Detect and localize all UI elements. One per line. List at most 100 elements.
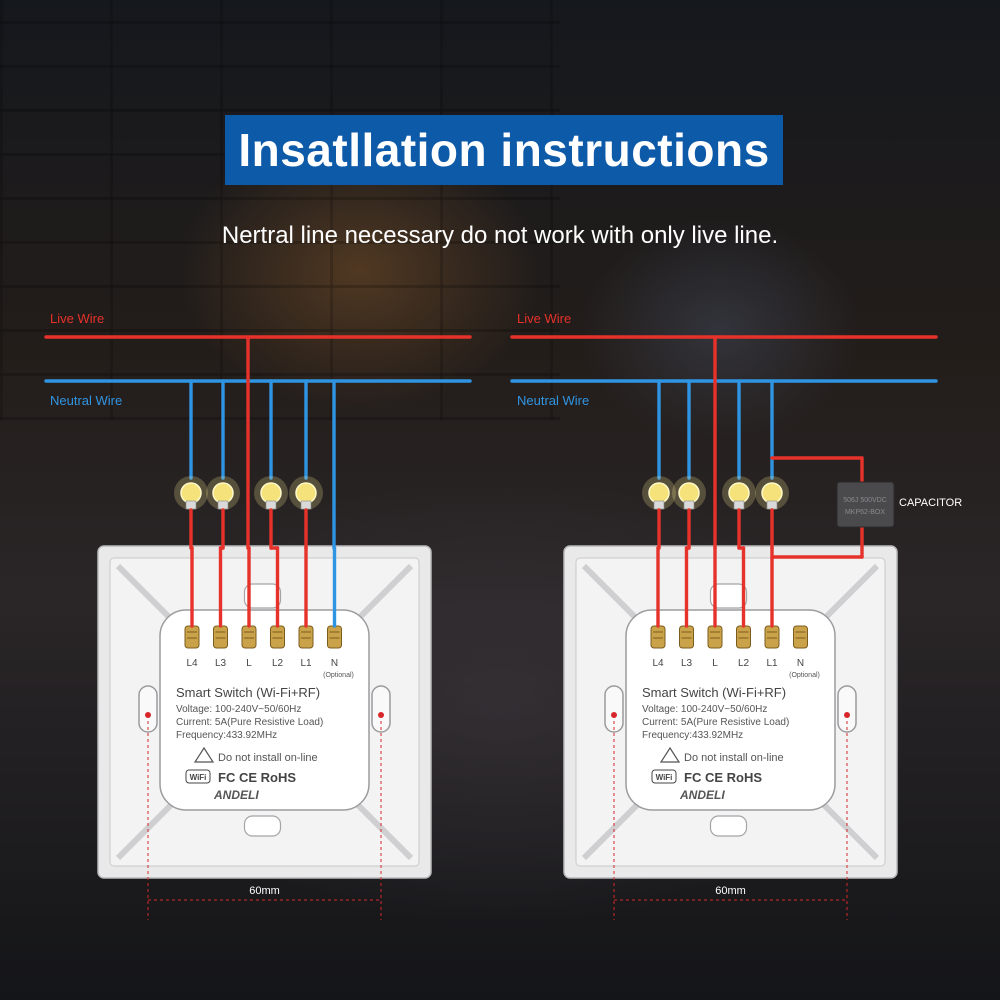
terminal-label: L4: [652, 658, 664, 669]
terminal-screw: [736, 625, 751, 649]
current-spec: Current: 5A(Pure Resistive Load): [176, 717, 323, 728]
dimension-label: 60mm: [715, 885, 746, 897]
warning-text: Do not install on-line: [684, 752, 784, 764]
brand-logo: ANDELI: [679, 788, 725, 802]
panel-ribs: [581, 563, 880, 861]
capacitor-rating: 506J 500VDC: [843, 497, 887, 504]
light-bulb-icon: [722, 476, 756, 510]
terminal-screw: [793, 625, 808, 649]
capacitor-model: MKP62-BOX: [845, 509, 885, 516]
terminal-screw: [184, 625, 200, 649]
capacitor-label: CAPACITOR: [899, 497, 963, 509]
light-bulb-icon: [254, 476, 288, 510]
bulb-glass: [180, 482, 202, 504]
terminal-label: L3: [681, 658, 693, 669]
bulb-glass: [678, 482, 700, 504]
terminal-label: L2: [272, 658, 284, 669]
optional-note: (Optional): [789, 672, 820, 679]
light-bulb-icon: [174, 476, 208, 510]
bulb-base: [733, 500, 745, 510]
bulb-glass: [260, 482, 282, 504]
mount-hole-marker: [844, 712, 850, 718]
light-bulb-icon: [289, 476, 323, 510]
neutral-wire-label-right: Neutral Wire: [517, 393, 590, 408]
subtitle: Nertral line necessary do not work with …: [221, 222, 779, 249]
terminal-label: N: [797, 658, 804, 669]
light-bulb-icon: [642, 476, 676, 510]
terminal-screw: [213, 625, 228, 649]
frequency-spec: Frequency:433.92MHz: [176, 730, 277, 741]
bulb-base: [683, 500, 695, 510]
voltage-spec: Voltage: 100-240V~50/60Hz: [642, 704, 767, 715]
wifi-badge-text: WiFi: [190, 773, 207, 782]
wifi-badge: [185, 769, 211, 784]
light-bulb-icon: [206, 476, 240, 510]
mount-hole-marker: [378, 712, 384, 718]
terminal-label: L1: [766, 658, 778, 669]
capacitor-body: [836, 481, 895, 528]
top-tab-slot: [243, 583, 282, 609]
terminal-label: N: [331, 658, 338, 669]
light-bulb-icon: [755, 476, 789, 510]
terminal-label: L4: [186, 658, 198, 669]
mount-slot-right: [837, 685, 857, 733]
brick-wall-texture: [0, 0, 560, 420]
switch-panel-left: L4 L3 L L2 L1 N (Optional)Smart Switch (Wi-Fi+…: [97, 545, 432, 879]
wifi-badge: [651, 769, 677, 784]
bulb-base: [217, 500, 229, 510]
terminal-screw: [650, 625, 666, 649]
terminal-label: L: [246, 658, 252, 669]
mount-slot-right: [371, 685, 391, 733]
bulb-base: [653, 500, 665, 510]
bottom-tab-slot: [709, 815, 748, 837]
bottom-tab-slot: [243, 815, 282, 837]
mount-hole-marker: [611, 712, 617, 718]
bulb-glass: [295, 482, 317, 504]
terminal-screw: [298, 625, 314, 649]
device-name: Smart Switch (Wi-Fi+RF): [176, 685, 320, 700]
terminal-label: L2: [738, 658, 750, 669]
device-name: Smart Switch (Wi-Fi+RF): [642, 685, 786, 700]
voltage-spec: Voltage: 100-240V~50/60Hz: [176, 704, 301, 715]
bulb-base: [185, 500, 197, 510]
light-bulb-icon: [672, 476, 706, 510]
capacitor: 506J 500VDC MKP62-BOX: [836, 481, 895, 528]
mount-hole-marker: [145, 712, 151, 718]
warning-icon: [193, 746, 215, 763]
terminal-label: L: [712, 658, 718, 669]
mount-slot-left: [604, 685, 624, 733]
title-banner: Insatllation instructions: [225, 115, 783, 185]
warning-icon: [659, 746, 681, 763]
terminal-label: L3: [215, 658, 227, 669]
current-spec: Current: 5A(Pure Resistive Load): [642, 717, 789, 728]
dimension-label: 60mm: [249, 885, 280, 897]
terminal-screw: [764, 625, 780, 649]
terminal-screw: [707, 625, 723, 649]
certification-marks: FC CE RoHS: [684, 770, 762, 785]
page-title: Insatllation instructions: [238, 124, 770, 176]
bulb-glass: [761, 482, 783, 504]
terminal-screw: [327, 625, 342, 649]
brand-logo: ANDELI: [213, 788, 259, 802]
wifi-badge-text: WiFi: [656, 773, 673, 782]
bulb-base: [300, 500, 312, 510]
top-tab-slot: [709, 583, 748, 609]
terminal-screw: [270, 625, 285, 649]
warning-text: Do not install on-line: [218, 752, 318, 764]
terminal-label: L1: [300, 658, 312, 669]
terminal-screw: [241, 625, 257, 649]
bulb-base: [766, 500, 778, 510]
bulb-glass: [728, 482, 750, 504]
frequency-spec: Frequency:433.92MHz: [642, 730, 743, 741]
switch-panel-right: L4 L3 L L2 L1 N (Optional)Smart Switch (Wi-Fi+…: [563, 545, 898, 879]
optional-note: (Optional): [323, 672, 354, 679]
bulb-glass: [648, 482, 670, 504]
panel-ribs: [115, 563, 414, 861]
neutral-wire-label-left: Neutral Wire: [50, 393, 123, 408]
certification-marks: FC CE RoHS: [218, 770, 296, 785]
live-wire-label-left: Live Wire: [50, 311, 105, 326]
live-wire-label-right: Live Wire: [517, 311, 572, 326]
bulb-glass: [212, 482, 234, 504]
terminal-screw: [679, 625, 694, 649]
